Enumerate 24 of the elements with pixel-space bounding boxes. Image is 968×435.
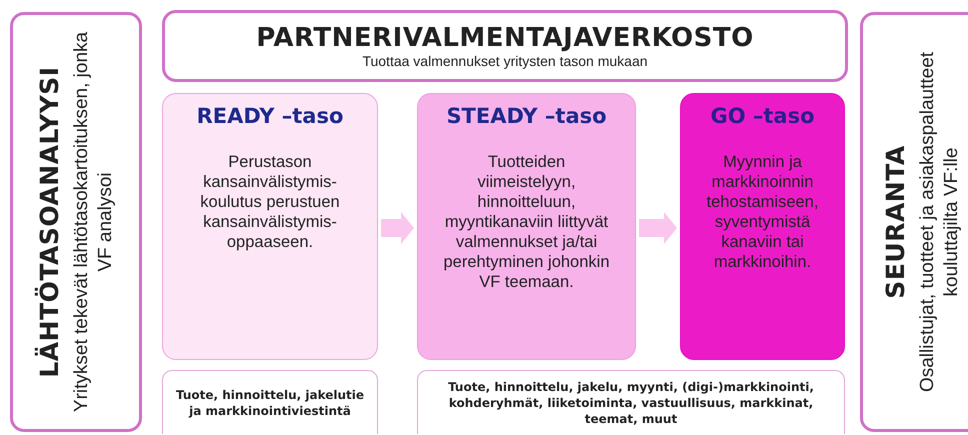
- block-arrow: [639, 212, 677, 244]
- level-card: [680, 93, 845, 360]
- panel-heading: LÄHTÖTASOANALYYSI: [34, 66, 64, 378]
- phase-panel: [10, 12, 142, 432]
- topic-list: Tuote, hinnoittelu, jakelu, myynti, (digi-)markkinointi, kohderyhmät, liiketoiminta, vastuullisuus, markkinat, teemat, muut: [430, 378, 832, 426]
- level-description: Myynnin ja markkinoinnin tehostamiseen, syventymistä kanaviin tai markkinoihin.: [706, 152, 820, 272]
- topic-card: [417, 370, 845, 434]
- panel-description: Osallistujat, tuotteet ja asiakaspalautteet kouluttajilta VF:lle: [916, 50, 962, 394]
- panel-heading: PARTNERIVALMENTAJAVERKOSTO: [256, 23, 754, 53]
- level-card: [162, 93, 378, 360]
- level-title: GO –taso: [710, 104, 815, 128]
- panel-heading: SEURANTA: [880, 145, 910, 299]
- level-title: READY –taso: [196, 104, 344, 128]
- topic-list: Tuote, hinnoittelu, jakelutie ja markkinointiviestintä: [175, 386, 365, 418]
- network-panel: [162, 10, 848, 82]
- level-title: STEADY –taso: [446, 104, 607, 128]
- topic-card: [162, 370, 378, 434]
- level-description: Tuotteiden viimeistelyyn, hinnoitteluun, myyntikanaviin liittyvät valmennukset ja/tai perehtyminen johonkin VF teemaan.: [442, 152, 611, 292]
- level-description: Perustason kansainvälistymis-koulutus perustuen kansainvälistymis-oppaaseen.: [199, 152, 341, 252]
- phase-panel: [860, 12, 968, 432]
- level-card: [417, 93, 636, 360]
- panel-description: Tuottaa valmennukset yritysten tason mukaan: [362, 53, 648, 69]
- panel-description: Yritykset tekevät lähtötasokartoituksen, jonka VF analysoi: [70, 30, 116, 414]
- block-arrow: [381, 212, 414, 244]
